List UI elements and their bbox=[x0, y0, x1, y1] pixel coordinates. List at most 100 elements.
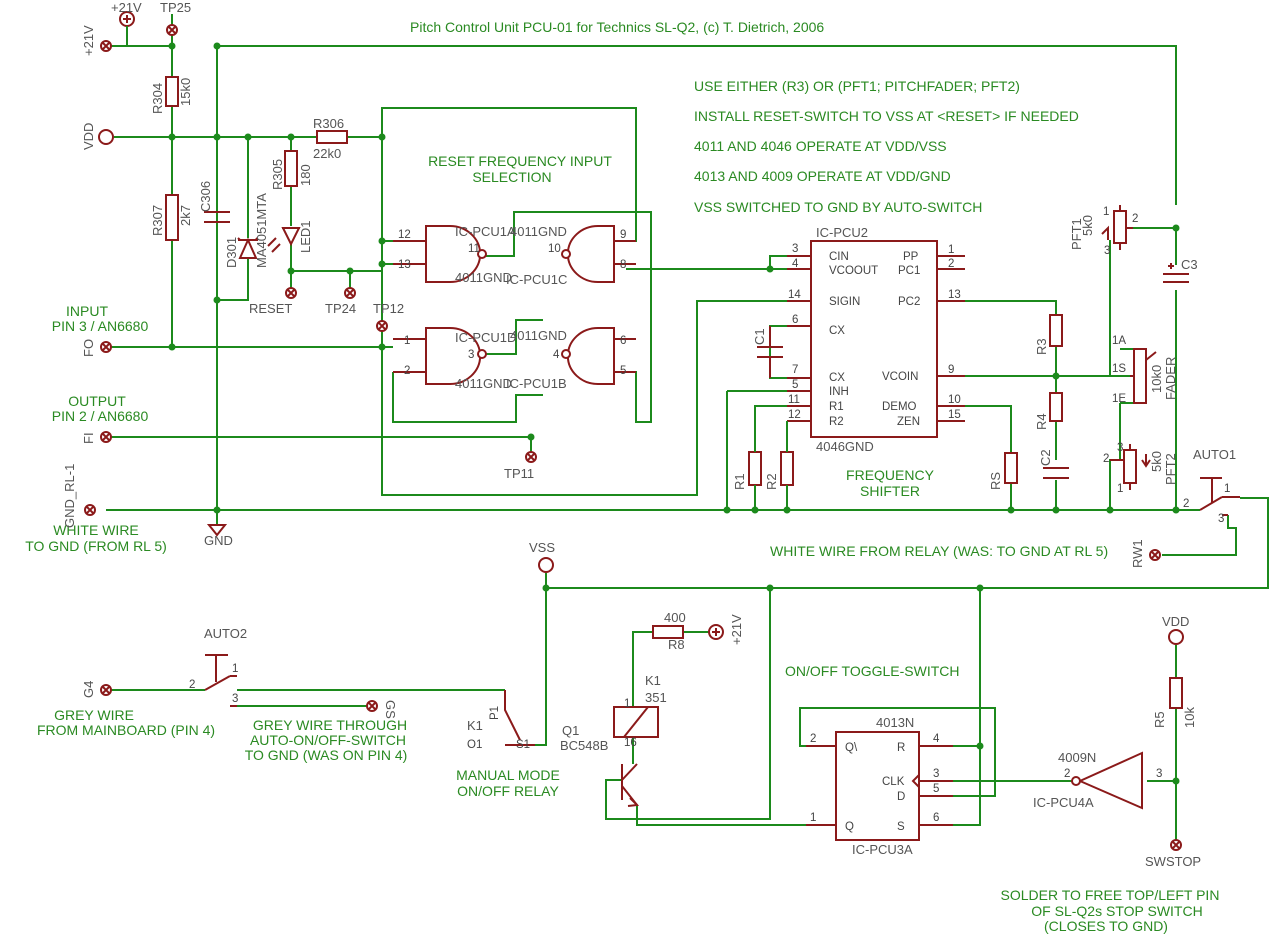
ic4-part: 4009N bbox=[1058, 750, 1096, 765]
supply-vdd-right bbox=[1168, 629, 1184, 645]
svg-text:Q1: Q1 bbox=[562, 723, 579, 738]
svg-text:PFT2: PFT2 bbox=[1163, 453, 1178, 485]
pad-tp24 bbox=[344, 287, 356, 299]
svg-text:3: 3 bbox=[1156, 768, 1162, 780]
connector-pads bbox=[84, 11, 1184, 851]
svg-text:Q: Q bbox=[845, 821, 854, 833]
note-3: 4011 AND 4046 OPERATE AT VDD/VSS bbox=[694, 138, 947, 154]
svg-text:2: 2 bbox=[1064, 768, 1070, 780]
q1-transistor bbox=[621, 763, 640, 807]
svg-text:4: 4 bbox=[933, 733, 940, 745]
shifter-title-2: SHIFTER bbox=[860, 483, 920, 499]
svg-text:R304: R304 bbox=[150, 83, 165, 114]
svg-text:RW1: RW1 bbox=[1130, 539, 1145, 568]
reset-section-title-1: RESET FREQUENCY INPUT bbox=[428, 153, 612, 169]
note-4: 4013 AND 4009 OPERATE AT VDD/GND bbox=[694, 168, 951, 184]
gate-ic-pcu1b bbox=[561, 327, 636, 385]
svg-text:K1: K1 bbox=[467, 718, 483, 733]
ic-pcu3a-4013 bbox=[806, 731, 953, 841]
pad-fo bbox=[100, 341, 112, 353]
pad-tp11 bbox=[525, 451, 537, 463]
svg-text:1A: 1A bbox=[1112, 335, 1126, 347]
pad-gnd-rl bbox=[84, 504, 96, 516]
svg-text:4: 4 bbox=[792, 258, 799, 270]
r1 bbox=[748, 451, 762, 486]
pft2 bbox=[1110, 444, 1151, 490]
svg-text:+21V: +21V bbox=[111, 0, 142, 15]
svg-text:180: 180 bbox=[298, 164, 313, 186]
svg-text:2: 2 bbox=[1103, 453, 1109, 465]
svg-text:CX: CX bbox=[829, 325, 845, 337]
r304 bbox=[165, 76, 179, 107]
svg-text:1: 1 bbox=[1117, 483, 1123, 495]
svg-text:6: 6 bbox=[792, 314, 798, 326]
pad-swstop bbox=[1170, 839, 1182, 851]
output-note-1: OUTPUT bbox=[68, 393, 126, 409]
svg-text:1: 1 bbox=[810, 812, 816, 824]
svg-text:3: 3 bbox=[1218, 513, 1224, 525]
manual-title-1: MANUAL MODE bbox=[456, 767, 560, 783]
svg-text:16: 16 bbox=[624, 737, 637, 749]
svg-text:3: 3 bbox=[468, 349, 474, 361]
input-note-2: PIN 3 / AN6680 bbox=[52, 318, 149, 334]
reset-section-title-2: SELECTION bbox=[472, 169, 551, 185]
svg-text:O1: O1 bbox=[467, 739, 482, 751]
led1 bbox=[267, 227, 301, 253]
c1 bbox=[757, 326, 783, 378]
svg-text:C1: C1 bbox=[752, 328, 767, 345]
r8 bbox=[652, 625, 684, 639]
note-2: INSTALL RESET-SWITCH TO VSS AT <RESET> I… bbox=[694, 108, 1079, 124]
pft1 bbox=[1101, 205, 1133, 250]
svg-text:11: 11 bbox=[468, 243, 480, 255]
gate-supply-d: 4011GND bbox=[455, 376, 512, 391]
svg-text:VCOIN: VCOIN bbox=[882, 371, 918, 383]
svg-text:1E: 1E bbox=[1112, 393, 1126, 405]
r306 bbox=[316, 130, 348, 144]
svg-text:ZEN: ZEN bbox=[897, 416, 920, 428]
svg-text:1: 1 bbox=[1103, 206, 1109, 218]
pad-tp12 bbox=[376, 320, 388, 332]
white-relay-note: WHITE WIRE FROM RELAY (WAS: TO GND AT RL… bbox=[770, 543, 1108, 559]
r3 bbox=[1049, 314, 1063, 347]
grey-through-note-3: TO GND (WAS ON PIN 4) bbox=[245, 747, 408, 763]
svg-text:R307: R307 bbox=[150, 205, 165, 236]
r5 bbox=[1169, 677, 1183, 709]
gnd-symbol bbox=[206, 524, 228, 537]
r1-r2-wires bbox=[754, 406, 788, 510]
svg-text:8: 8 bbox=[620, 259, 626, 271]
supply-vdd-left bbox=[98, 129, 114, 145]
gate-label-a: IC-PCU1A bbox=[455, 224, 516, 239]
junctions bbox=[168, 42, 1180, 785]
svg-text:R4: R4 bbox=[1034, 413, 1049, 430]
svg-text:2: 2 bbox=[948, 258, 954, 270]
svg-text:1: 1 bbox=[1224, 483, 1230, 495]
c3 bbox=[1163, 263, 1189, 283]
svg-text:+21V: +21V bbox=[81, 25, 96, 56]
svg-text:22k0: 22k0 bbox=[313, 146, 341, 161]
svg-text:Q\: Q\ bbox=[845, 742, 858, 754]
svg-text:GND_RL-1: GND_RL-1 bbox=[62, 464, 77, 528]
svg-text:VDD: VDD bbox=[1162, 614, 1189, 629]
pad-g4 bbox=[100, 684, 112, 696]
svg-text:3: 3 bbox=[232, 693, 238, 705]
k1-coil bbox=[613, 706, 659, 738]
svg-text:400: 400 bbox=[664, 610, 686, 625]
auto1-switch bbox=[1199, 477, 1240, 516]
svg-text:G4: G4 bbox=[81, 681, 96, 698]
svg-text:14: 14 bbox=[788, 289, 801, 301]
svg-text:TP24: TP24 bbox=[325, 301, 356, 316]
svg-text:1: 1 bbox=[232, 663, 238, 675]
svg-text:10k0: 10k0 bbox=[1149, 365, 1164, 393]
svg-text:SIGIN: SIGIN bbox=[829, 296, 860, 308]
gate-label-b: IC-PCU1B bbox=[506, 376, 567, 391]
svg-text:VSS: VSS bbox=[529, 540, 555, 555]
pad-fi bbox=[100, 431, 112, 443]
svg-text:1: 1 bbox=[404, 335, 410, 347]
ic-pcu4a-4009 bbox=[1071, 751, 1143, 810]
svg-text:5k0: 5k0 bbox=[1080, 215, 1095, 236]
svg-text:+21V: +21V bbox=[729, 614, 744, 645]
svg-text:DEMO: DEMO bbox=[882, 401, 917, 413]
svg-text:2k7: 2k7 bbox=[178, 205, 193, 226]
